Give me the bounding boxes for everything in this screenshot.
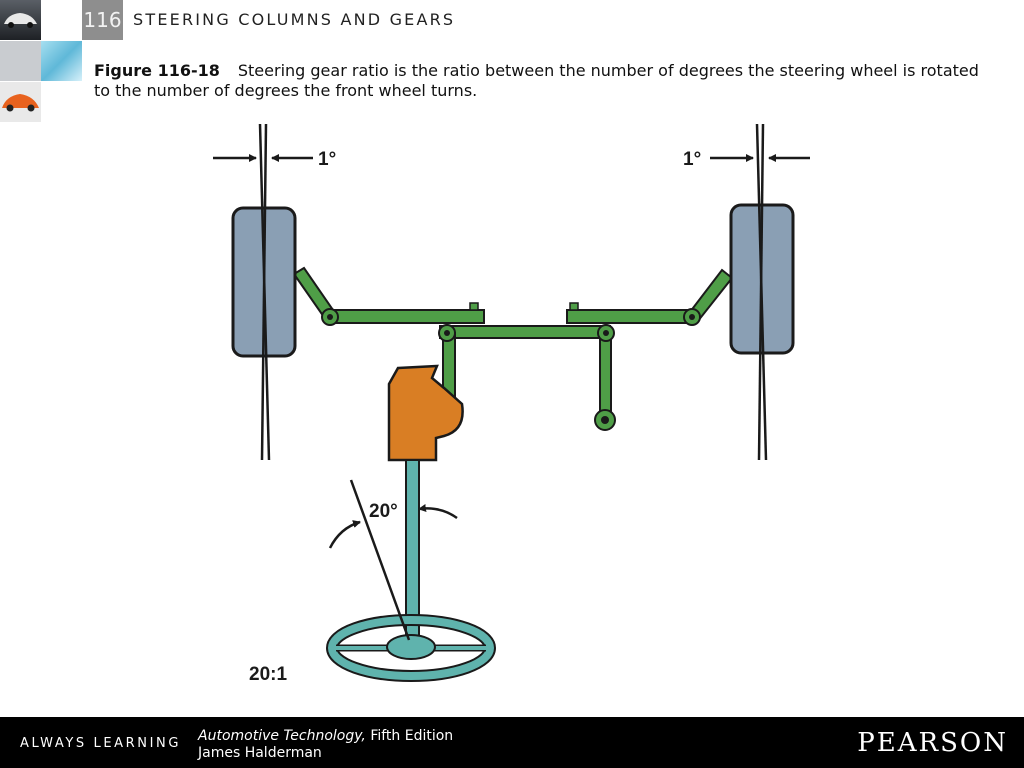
steering-linkage xyxy=(292,266,734,431)
header-thumbnail-turbine xyxy=(41,41,82,81)
header-thumbnail-grey xyxy=(0,41,41,81)
header-thumbnail-car-orange xyxy=(0,82,41,122)
left-wheel-angle-label: 1° xyxy=(318,149,336,170)
chapter-number-box: 116 xyxy=(82,0,123,40)
book-title-italic: Automotive Technology, xyxy=(198,728,366,744)
steering-ratio-label: 20:1 xyxy=(249,664,287,685)
figure-label: Figure 116-18 xyxy=(94,61,220,80)
steering-shaft xyxy=(405,459,420,641)
left-front-wheel xyxy=(231,123,297,461)
header-thumbnail-car-dark xyxy=(0,0,41,40)
publisher-logo: PEARSON xyxy=(857,728,1008,758)
steering-wheel-angle-label: 20° xyxy=(369,501,398,522)
steering-wheel xyxy=(326,614,496,682)
footer-bar: ALWAYS LEARNING Automotive Technology, F… xyxy=(0,717,1024,768)
book-edition: Fifth Edition xyxy=(365,728,454,744)
steering-wheel-angle-indicator xyxy=(328,479,458,641)
steering-ratio-diagram: 1° 1° 20° 20:1 xyxy=(213,123,810,685)
chapter-title: STEERING COLUMNS AND GEARS xyxy=(133,10,456,29)
right-front-wheel xyxy=(729,123,795,461)
right-wheel-angle-label: 1° xyxy=(683,149,701,170)
figure-caption-text: Steering gear ratio is the ratio between… xyxy=(94,61,979,100)
book-author: James Halderman xyxy=(198,745,322,761)
footer-tagline: ALWAYS LEARNING xyxy=(20,736,182,751)
book-title: Automotive Technology, Fifth Edition xyxy=(198,728,453,744)
steering-gearbox xyxy=(387,364,464,462)
